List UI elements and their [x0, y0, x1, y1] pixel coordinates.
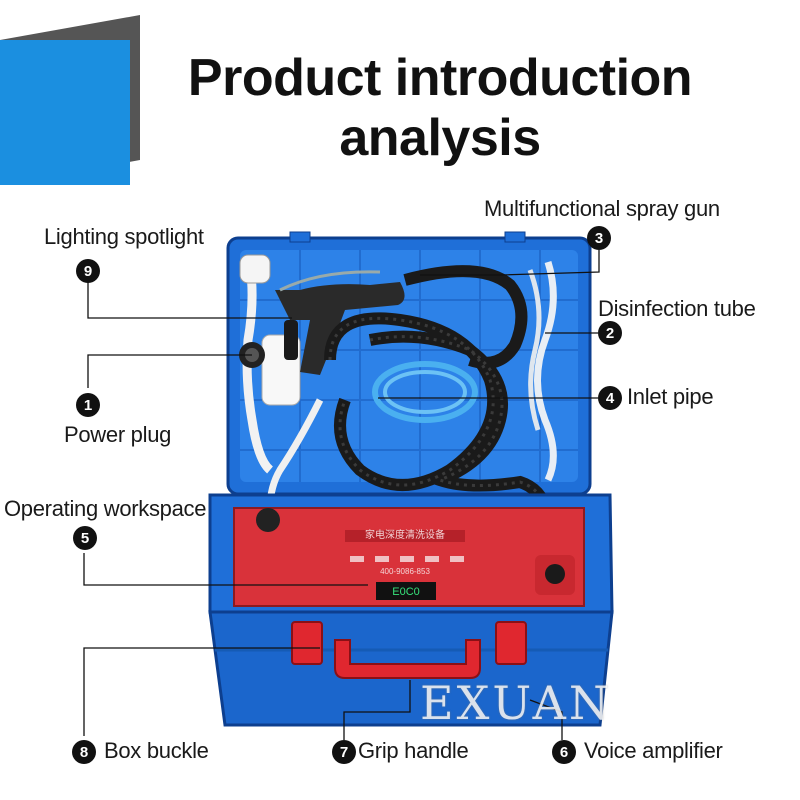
- brand-watermark: EXUAN: [420, 676, 613, 730]
- callout-badge-7: 7: [332, 740, 356, 764]
- callout-badge-5: 5: [73, 526, 97, 550]
- label-operating-workspace: Operating workspace: [4, 496, 207, 521]
- operating-panel: 家电深度清洗设备 400-9086-853 E0C0: [233, 507, 585, 607]
- box-buckles: [291, 621, 527, 665]
- callout-badge-1: 1: [76, 393, 100, 417]
- label-power-plug: Power plug: [64, 422, 172, 447]
- label-multifunctional-spray-gun: Multifunctional spray gun: [484, 196, 720, 221]
- callout-badge-3: 3: [587, 226, 611, 250]
- label-lighting-spotlight: Lighting spotlight: [44, 224, 204, 249]
- callout-badge-4: 4: [598, 386, 622, 410]
- page-title: Product introduction analysis: [120, 48, 760, 168]
- spray-gun-part: [275, 270, 405, 375]
- inlet-pipe-part: [372, 361, 478, 423]
- callout-badge-9: 9: [76, 259, 100, 283]
- callout-badge-2: 2: [598, 321, 622, 345]
- label-voice-amplifier: Voice amplifier: [584, 738, 723, 763]
- disinfection-tube-part: [534, 260, 557, 482]
- leader-lines: [83, 250, 600, 740]
- label-box-buckle: Box buckle: [104, 738, 209, 763]
- label-grip-handle: Grip handle: [358, 738, 469, 763]
- panel-brand-text: 家电深度清洗设备: [365, 528, 445, 541]
- grip-handle-part: [334, 639, 481, 679]
- label-disinfection-tube: Disinfection tube: [598, 296, 756, 321]
- title-line-2: analysis: [339, 109, 541, 167]
- corner-accent-graphic: [0, 15, 140, 185]
- panel-display-text: E0C0: [392, 586, 420, 598]
- label-inlet-pipe: Inlet pipe: [627, 384, 714, 409]
- callout-badge-8: 8: [72, 740, 96, 764]
- panel-phone-text: 400-9086-853: [380, 567, 430, 576]
- title-line-1: Product introduction: [187, 49, 693, 107]
- callout-badge-6: 6: [552, 740, 576, 764]
